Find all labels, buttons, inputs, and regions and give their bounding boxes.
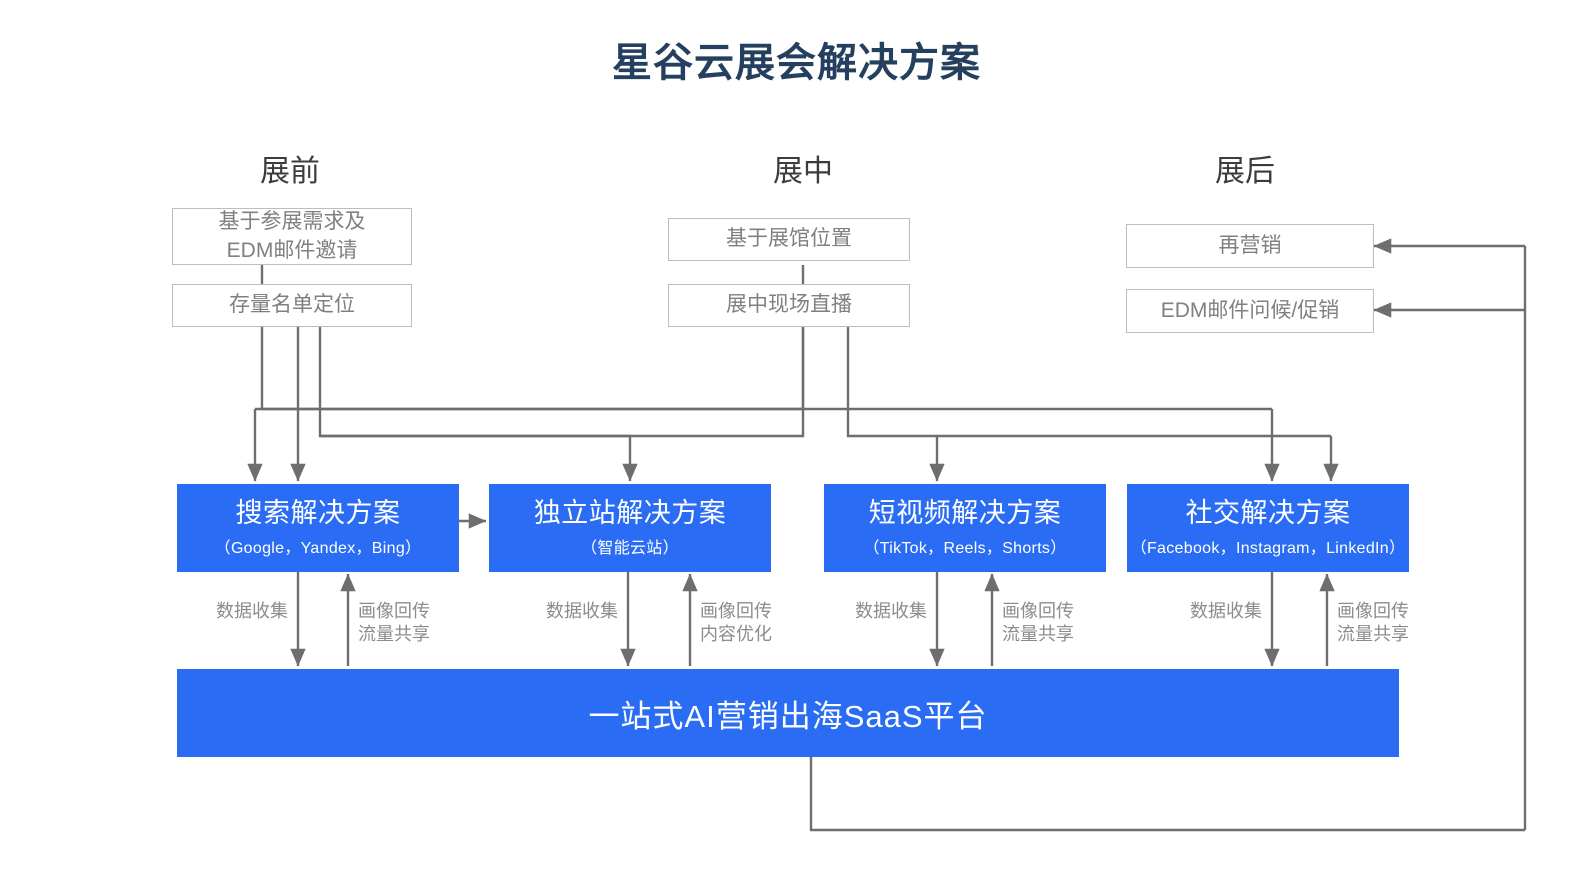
solution-box-standalone-site[interactable]: 独立站解决方案 （智能云站）: [489, 484, 771, 572]
solution-title-search: 搜索解决方案: [235, 497, 401, 528]
flow-label-feedback-4: 画像回传 流量共享: [1337, 601, 1409, 645]
flow-label-feedback-1: 画像回传 流量共享: [358, 601, 430, 645]
solution-sub-short-video: （TikTok，Reels，Shorts）: [863, 540, 1067, 558]
solution-box-short-video[interactable]: 短视频解决方案 （TikTok，Reels，Shorts）: [824, 484, 1106, 572]
solution-title-short-video: 短视频解决方案: [868, 497, 1062, 528]
source-box-edm-greeting[interactable]: EDM邮件问候/促销: [1126, 289, 1374, 333]
flow-label-feedback-3: 画像回传 流量共享: [1002, 601, 1074, 645]
solution-sub-standalone-site: （智能云站）: [581, 540, 679, 558]
phase-label-during: 展中: [773, 155, 833, 188]
flow-label-collect-4: 数据收集: [1190, 601, 1262, 621]
flow-label-feedback-2: 画像回传 内容优化: [700, 601, 772, 645]
platform-bar[interactable]: 一站式AI营销出海SaaS平台: [177, 669, 1399, 757]
phase-label-pre: 展前: [260, 155, 320, 188]
flow-label-collect-1: 数据收集: [216, 601, 288, 621]
solution-title-social: 社交解决方案: [1185, 497, 1351, 528]
source-box-venue-location[interactable]: 基于展馆位置: [668, 218, 910, 261]
source-box-remarketing[interactable]: 再营销: [1126, 224, 1374, 268]
source-box-live-stream[interactable]: 展中现场直播: [668, 284, 910, 327]
solution-sub-social: （Facebook，Instagram，LinkedIn）: [1130, 540, 1406, 558]
solution-box-social[interactable]: 社交解决方案 （Facebook，Instagram，LinkedIn）: [1127, 484, 1409, 572]
flow-label-collect-2: 数据收集: [546, 601, 618, 621]
phase-label-post: 展后: [1215, 155, 1275, 188]
source-box-existing-list[interactable]: 存量名单定位: [172, 284, 412, 327]
solution-box-search[interactable]: 搜索解决方案 （Google，Yandex，Bing）: [177, 484, 459, 572]
solution-sub-search: （Google，Yandex，Bing）: [214, 540, 422, 558]
flow-label-collect-3: 数据收集: [855, 601, 927, 621]
page-title: 星谷云展会解决方案: [612, 41, 981, 85]
source-box-edm-invite[interactable]: 基于参展需求及 EDM邮件邀请: [172, 208, 412, 265]
solution-title-standalone-site: 独立站解决方案: [533, 497, 727, 528]
